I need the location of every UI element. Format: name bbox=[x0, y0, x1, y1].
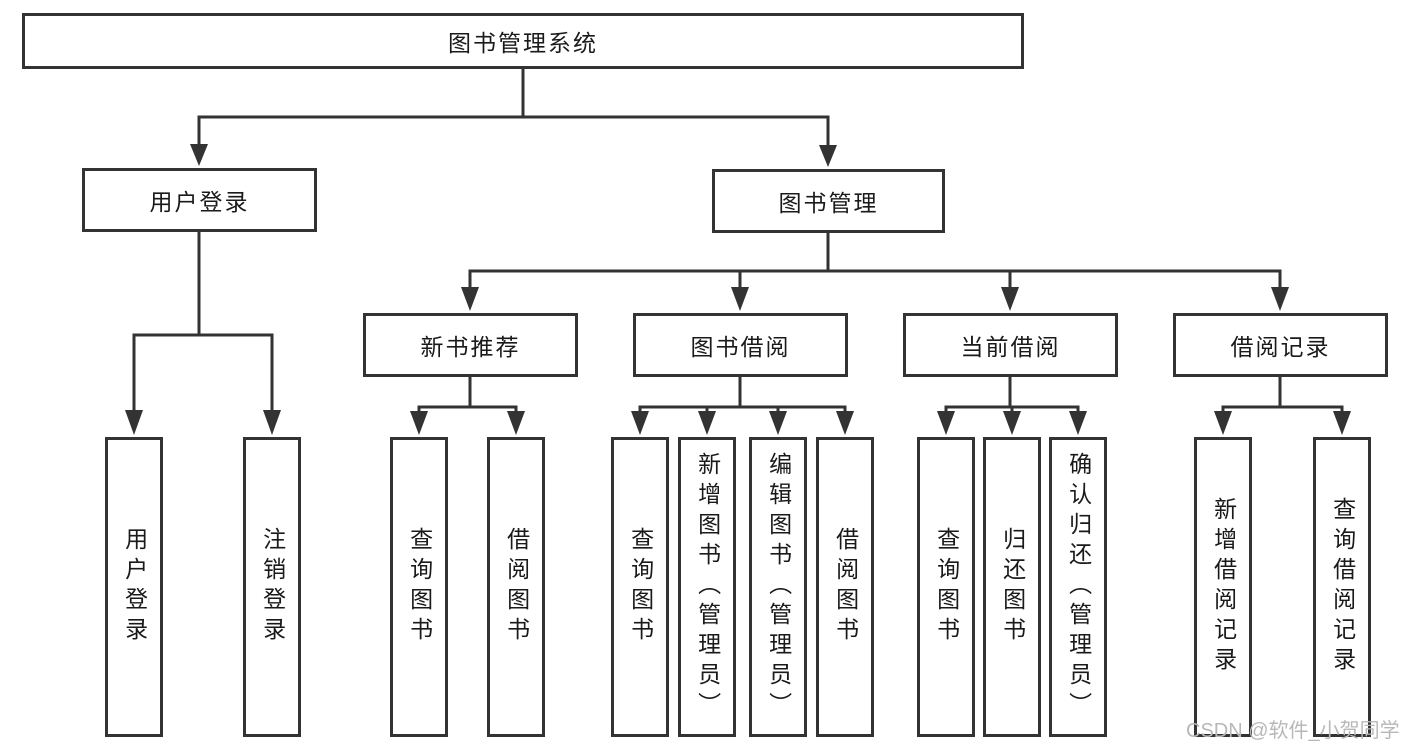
edge-book-management-children bbox=[461, 231, 1289, 311]
node-root-library-management-system: 图书管理系统 bbox=[22, 13, 1024, 69]
arrow-head bbox=[1214, 411, 1232, 435]
edge-borrowing-records-children bbox=[1214, 375, 1351, 435]
edge-new-book-recommend-children bbox=[410, 375, 525, 435]
node-label: 确认归还（管理员） bbox=[1065, 452, 1092, 722]
node-label: 借阅记录 bbox=[1230, 334, 1331, 360]
arrow-head bbox=[461, 287, 479, 311]
arrow-head bbox=[937, 411, 955, 435]
watermark: CSDN @软件_小贺同学 bbox=[1186, 720, 1400, 742]
node-label: 用户登录 bbox=[121, 527, 148, 647]
node-book-borrowing: 图书借阅 bbox=[633, 313, 848, 377]
leaf-query-books-borrowing: 查询图书 bbox=[611, 437, 669, 737]
node-label: 归还图书 bbox=[999, 527, 1026, 647]
node-label: 图书管理系统 bbox=[448, 30, 598, 56]
node-label: 借阅图书 bbox=[832, 527, 859, 647]
arrow-head bbox=[125, 410, 143, 435]
node-current-borrowing: 当前借阅 bbox=[903, 313, 1118, 377]
arrow-head bbox=[507, 411, 525, 435]
leaf-borrow-books: 借阅图书 bbox=[816, 437, 874, 737]
leaf-borrow-books-recommend: 借阅图书 bbox=[487, 437, 545, 737]
node-label: 新书推荐 bbox=[420, 334, 521, 360]
edge-book-borrowing-children bbox=[631, 375, 854, 435]
leaf-query-books-recommend: 查询图书 bbox=[390, 437, 448, 737]
arrow-head bbox=[410, 411, 428, 435]
node-label: 图书管理 bbox=[778, 190, 879, 216]
arrow-head bbox=[836, 411, 854, 435]
arrow-head bbox=[769, 411, 787, 435]
arrow-head bbox=[819, 145, 837, 167]
arrow-head bbox=[731, 287, 749, 311]
leaf-add-borrow-record: 新增借阅记录 bbox=[1194, 437, 1252, 737]
node-label: 用户登录 bbox=[149, 189, 250, 215]
arrow-head bbox=[698, 411, 716, 435]
node-label: 图书借阅 bbox=[690, 334, 791, 360]
node-label: 注销登录 bbox=[259, 527, 286, 647]
node-label: 当前借阅 bbox=[960, 334, 1061, 360]
node-user-login: 用户登录 bbox=[82, 168, 317, 232]
node-label: 查询借阅记录 bbox=[1329, 497, 1356, 677]
arrow-head bbox=[1069, 411, 1087, 435]
arrow-head bbox=[1333, 411, 1351, 435]
arrow-head bbox=[1001, 287, 1019, 311]
leaf-user-login: 用户登录 bbox=[105, 437, 163, 737]
leaf-add-book-admin: 新增图书（管理员） bbox=[678, 437, 736, 737]
node-label: 查询图书 bbox=[406, 527, 433, 647]
leaf-query-borrow-record: 查询借阅记录 bbox=[1313, 437, 1371, 737]
node-label: 编辑图书（管理员） bbox=[765, 452, 792, 722]
arrow-head bbox=[263, 410, 281, 435]
node-new-book-recommend: 新书推荐 bbox=[363, 313, 578, 377]
node-label: 新增图书（管理员） bbox=[694, 452, 721, 722]
edge-user-login-children bbox=[125, 230, 281, 435]
node-label: 新增借阅记录 bbox=[1210, 497, 1237, 677]
edge-root-to-level2 bbox=[190, 67, 837, 167]
node-book-management: 图书管理 bbox=[712, 169, 945, 233]
leaf-query-books-current: 查询图书 bbox=[917, 437, 975, 737]
node-borrowing-records: 借阅记录 bbox=[1173, 313, 1388, 377]
leaf-confirm-return-admin: 确认归还（管理员） bbox=[1049, 437, 1107, 737]
edge-current-borrowing-children bbox=[937, 375, 1087, 435]
arrow-head bbox=[1003, 411, 1021, 435]
arrow-head bbox=[631, 411, 649, 435]
node-label: 查询图书 bbox=[933, 527, 960, 647]
leaf-edit-book-admin: 编辑图书（管理员） bbox=[749, 437, 807, 737]
arrow-head bbox=[1271, 287, 1289, 311]
node-label: 查询图书 bbox=[627, 527, 654, 647]
leaf-logout: 注销登录 bbox=[243, 437, 301, 737]
node-label: 借阅图书 bbox=[503, 527, 530, 647]
leaf-return-books: 归还图书 bbox=[983, 437, 1041, 737]
arrow-head bbox=[190, 144, 208, 166]
